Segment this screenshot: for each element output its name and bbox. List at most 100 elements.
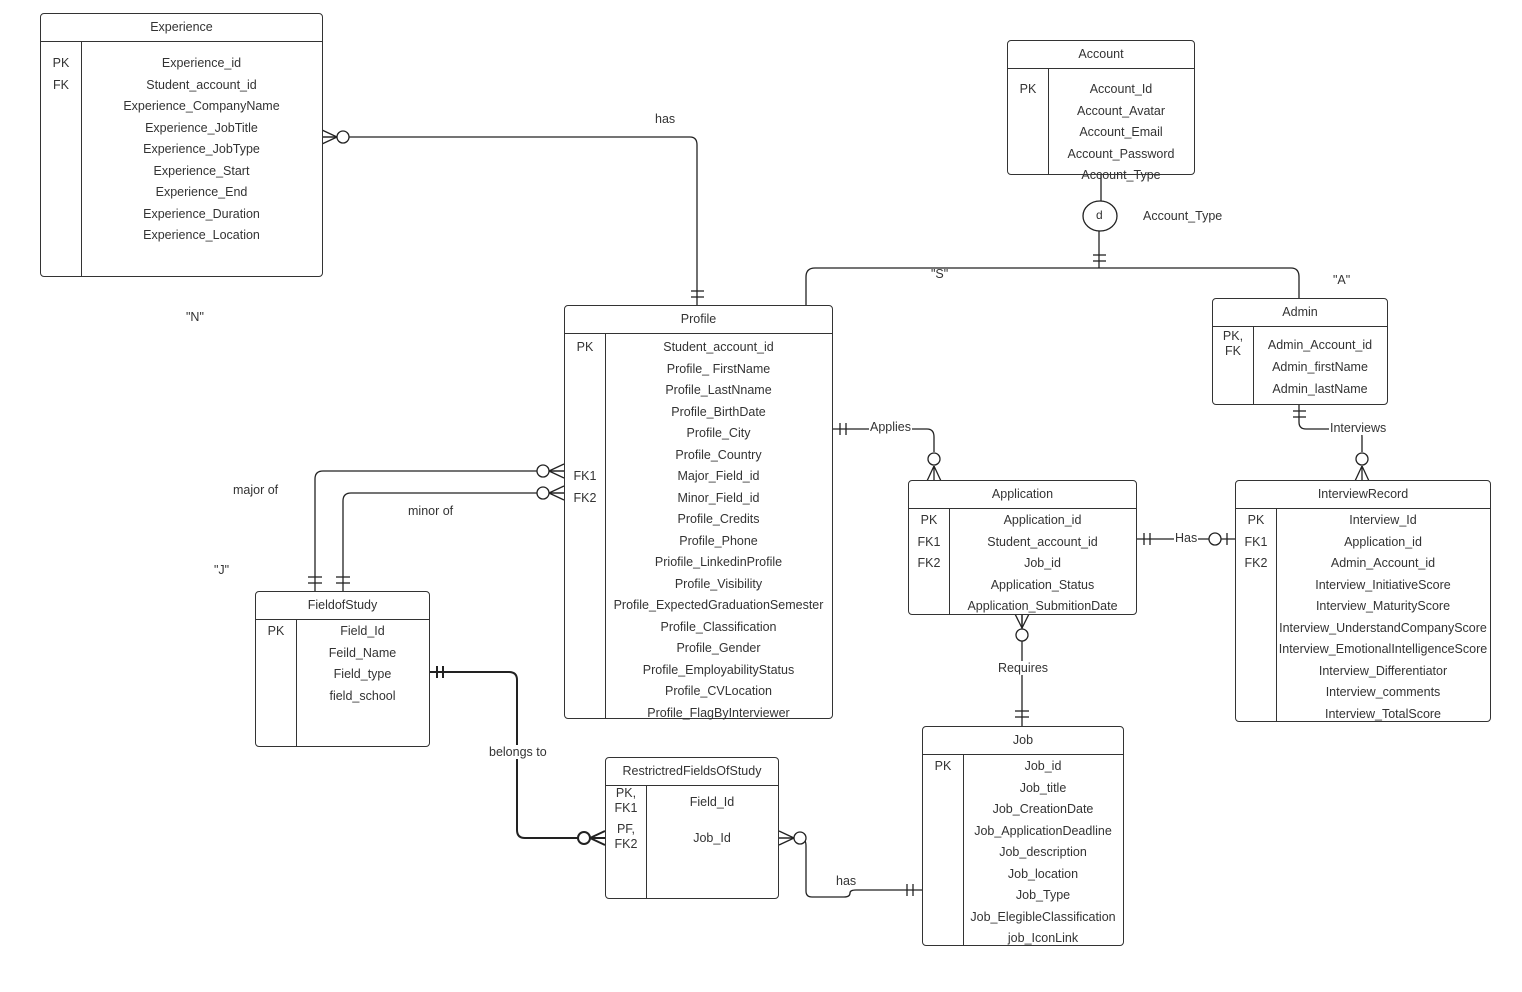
field-key: PK bbox=[1247, 513, 1265, 527]
line-field-profile-major bbox=[314, 470, 564, 591]
field-name: Job_ElegibleClassification bbox=[970, 909, 1116, 924]
field-key: PK bbox=[1019, 82, 1037, 96]
field-row: Job_description bbox=[923, 842, 1123, 862]
field-name: Interview_comments bbox=[1325, 685, 1441, 699]
entity-title: Profile bbox=[565, 306, 832, 334]
field-key: FK1 bbox=[1244, 534, 1268, 549]
entity-title: Account bbox=[1008, 41, 1194, 69]
label-interviews: Interviews bbox=[1329, 421, 1388, 435]
label-minor-of: minor of bbox=[408, 504, 454, 518]
field-name: Admin_Account_id bbox=[1267, 338, 1373, 352]
field-name: Interview_EmotionalIntelligenceScore bbox=[1278, 642, 1488, 656]
label-has-experience: has bbox=[655, 112, 676, 126]
field-row: Job_CreationDate bbox=[923, 799, 1123, 819]
field-name: Admin_firstName bbox=[1272, 360, 1368, 374]
field-key: PK, FK1 bbox=[614, 786, 638, 815]
field-name: Student_account_id bbox=[663, 340, 774, 354]
label-discriminator: Account_Type bbox=[1143, 209, 1223, 223]
field-row: Admin_lastName bbox=[1213, 379, 1387, 399]
field-name: Experience_Start bbox=[153, 163, 250, 178]
field-name: Feild_Name bbox=[328, 645, 397, 660]
field-name: Job_id bbox=[1024, 759, 1062, 773]
field-name: Student_account_id bbox=[987, 534, 1098, 549]
field-row: Profile_Classification bbox=[565, 617, 832, 637]
field-row: Job_location bbox=[923, 864, 1123, 884]
field-name: job_IconLink bbox=[1007, 931, 1079, 945]
field-row: Field_type bbox=[256, 664, 429, 684]
field-name: Job_title bbox=[1019, 780, 1067, 795]
field-key: PK bbox=[52, 56, 70, 70]
label-has-job: has bbox=[836, 874, 857, 888]
field-name: Account_Type bbox=[1081, 168, 1161, 182]
entity-title: Application bbox=[909, 481, 1136, 509]
label-subtype-s: "S" bbox=[931, 267, 949, 281]
label-requires: Requires bbox=[997, 661, 1050, 675]
field-row: Profile_LastNname bbox=[565, 380, 832, 400]
field-row: job_IconLink bbox=[923, 928, 1123, 948]
field-name: Experience_JobTitle bbox=[145, 120, 258, 135]
label-note-j: "J" bbox=[214, 563, 230, 577]
field-row: Admin_firstName bbox=[1213, 357, 1387, 377]
field-name: Experience_Duration bbox=[143, 206, 260, 221]
label-disjoint: d bbox=[1096, 208, 1103, 222]
field-name: Interview_Differentiator bbox=[1318, 663, 1448, 678]
label-subtype-a: "A" bbox=[1333, 273, 1351, 287]
field-key: PK bbox=[576, 340, 594, 354]
field-name: Job_location bbox=[1007, 866, 1079, 881]
field-row: PK Student_account_id bbox=[565, 337, 832, 357]
field-row: Job_ApplicationDeadline bbox=[923, 821, 1123, 841]
field-name: Admin_lastName bbox=[1272, 382, 1368, 396]
entity-title: InterviewRecord bbox=[1236, 481, 1490, 509]
field-name: Major_Field_id bbox=[677, 469, 760, 483]
field-name: Field_type bbox=[333, 667, 392, 681]
field-row: Job_title bbox=[923, 778, 1123, 798]
disjoint-circle bbox=[1082, 200, 1118, 232]
field-row: Account_Email bbox=[1008, 122, 1194, 142]
field-name: Job_ApplicationDeadline bbox=[974, 823, 1112, 838]
field-row: Interview_comments bbox=[1236, 682, 1490, 702]
label-note-n: "N" bbox=[186, 310, 204, 324]
field-name: Priofile_LinkedinProfile bbox=[654, 555, 783, 569]
field-key: PK bbox=[920, 513, 938, 527]
field-row: Profile_Credits bbox=[565, 509, 832, 529]
field-name: Experience_Location bbox=[143, 228, 260, 242]
field-name: Profile_Classification bbox=[660, 619, 777, 634]
line-field-profile-minor bbox=[342, 492, 564, 591]
field-name: Experience_CompanyName bbox=[123, 99, 280, 113]
field-row: Account_Type bbox=[1008, 165, 1194, 185]
field-key: PK bbox=[934, 759, 952, 773]
field-name: Profile_Gender bbox=[676, 641, 761, 655]
field-row: Profile_BirthDate bbox=[565, 402, 832, 422]
field-name: Interview_UnderstandCompanyScore bbox=[1279, 620, 1487, 635]
entity-title: Job bbox=[923, 727, 1123, 755]
field-row: Application_SubmitionDate bbox=[909, 596, 1136, 616]
field-row: Profile_Visibility bbox=[565, 574, 832, 594]
field-name: Job_Type bbox=[1015, 888, 1071, 902]
field-key: FK2 bbox=[917, 556, 941, 570]
field-name: Profile_Country bbox=[675, 447, 762, 462]
field-name: Job_description bbox=[999, 845, 1087, 859]
entity-title: RestrictredFieldsOfStudy bbox=[606, 758, 778, 786]
field-name: Profile_Visibility bbox=[674, 576, 763, 591]
field-key: FK2 bbox=[1244, 556, 1268, 570]
